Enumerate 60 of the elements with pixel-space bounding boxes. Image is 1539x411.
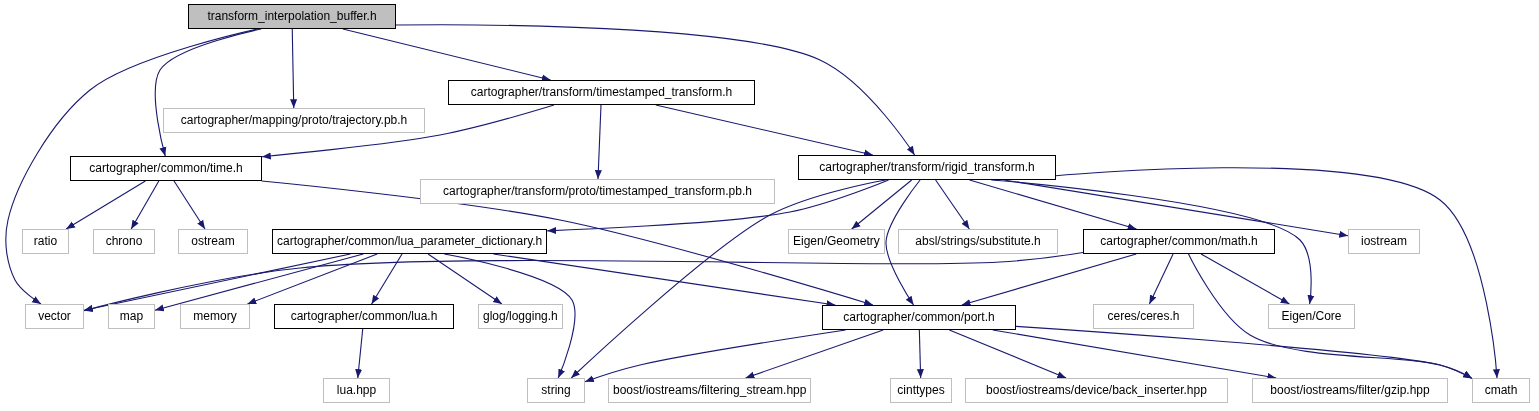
arrow	[173, 180, 206, 230]
file-node: cartographer/common/port.h	[822, 305, 1016, 330]
file-node: cartographer/transform/timestamped_transform.h	[448, 80, 755, 105]
arrow	[342, 28, 552, 82]
file-node: boost/iostreams/filtering_stream.hpp	[608, 378, 812, 403]
file-node: lua.hpp	[323, 378, 390, 403]
file-node: cinttypes	[890, 378, 952, 403]
file-node: glog/logging.h	[478, 304, 563, 329]
file-node: transform_interpolation_buffer.h	[188, 4, 396, 29]
file-node: memory	[180, 304, 250, 329]
arrow	[83, 253, 351, 312]
file-node: map	[108, 304, 155, 329]
file-node: chrono	[93, 229, 155, 254]
arrow	[290, 28, 298, 109]
file-node: Eigen/Core	[1268, 304, 1355, 329]
file-node: vector	[25, 304, 84, 329]
arrow	[1200, 253, 1290, 305]
file-node: cartographer/transform/rigid_transform.h	[798, 155, 1056, 180]
arrow	[246, 253, 378, 305]
arrow	[261, 180, 874, 306]
file-node: Eigen/Geometry	[788, 229, 885, 254]
arrow	[83, 251, 1084, 312]
file-node: ceres/ceres.h	[1093, 304, 1194, 329]
arrow	[1055, 167, 1500, 379]
arrow	[961, 253, 1137, 306]
file-node: cartographer/common/lua_parameter_dictionary.h	[272, 229, 548, 254]
file-node: iostream	[1348, 229, 1420, 254]
arrow	[1148, 253, 1174, 305]
file-node: ratio	[22, 229, 69, 254]
arrow	[1015, 325, 1473, 379]
file-node: absl/strings/substitute.h	[898, 229, 1058, 254]
file-node: cartographer/common/math.h	[1083, 229, 1275, 254]
file-node: string	[527, 378, 585, 403]
arrow	[154, 28, 262, 157]
arrow	[371, 253, 403, 305]
arrow	[916, 329, 924, 379]
file-node: cmath	[1472, 378, 1530, 403]
arrow	[65, 180, 146, 230]
arrow	[395, 24, 916, 156]
arrow	[261, 104, 555, 160]
arrow	[130, 180, 160, 230]
arrow	[935, 179, 970, 230]
arrow	[885, 179, 921, 306]
arrow	[594, 104, 602, 180]
file-node: cartographer/transform/proto/timestamped_transform.pb.h	[420, 179, 775, 204]
arrow	[851, 179, 913, 230]
arrow	[427, 253, 503, 305]
arrow	[948, 329, 1067, 379]
arrow	[655, 104, 874, 157]
file-node: boost/iostreams/device/back_inserter.hpp	[965, 378, 1228, 403]
file-node: cartographer/common/lua.h	[274, 304, 454, 329]
file-node: cartographer/common/time.h	[70, 156, 262, 181]
file-node: cartographer/mapping/proto/trajectory.pb.h	[163, 108, 425, 133]
arrow	[154, 253, 364, 312]
arrow	[969, 179, 1137, 230]
arrow	[745, 329, 884, 379]
file-node: ostream	[178, 229, 248, 254]
arrow	[355, 328, 364, 379]
file-node: boost/iostreams/filter/gzip.hpp	[1252, 378, 1448, 403]
arrow	[546, 179, 890, 234]
